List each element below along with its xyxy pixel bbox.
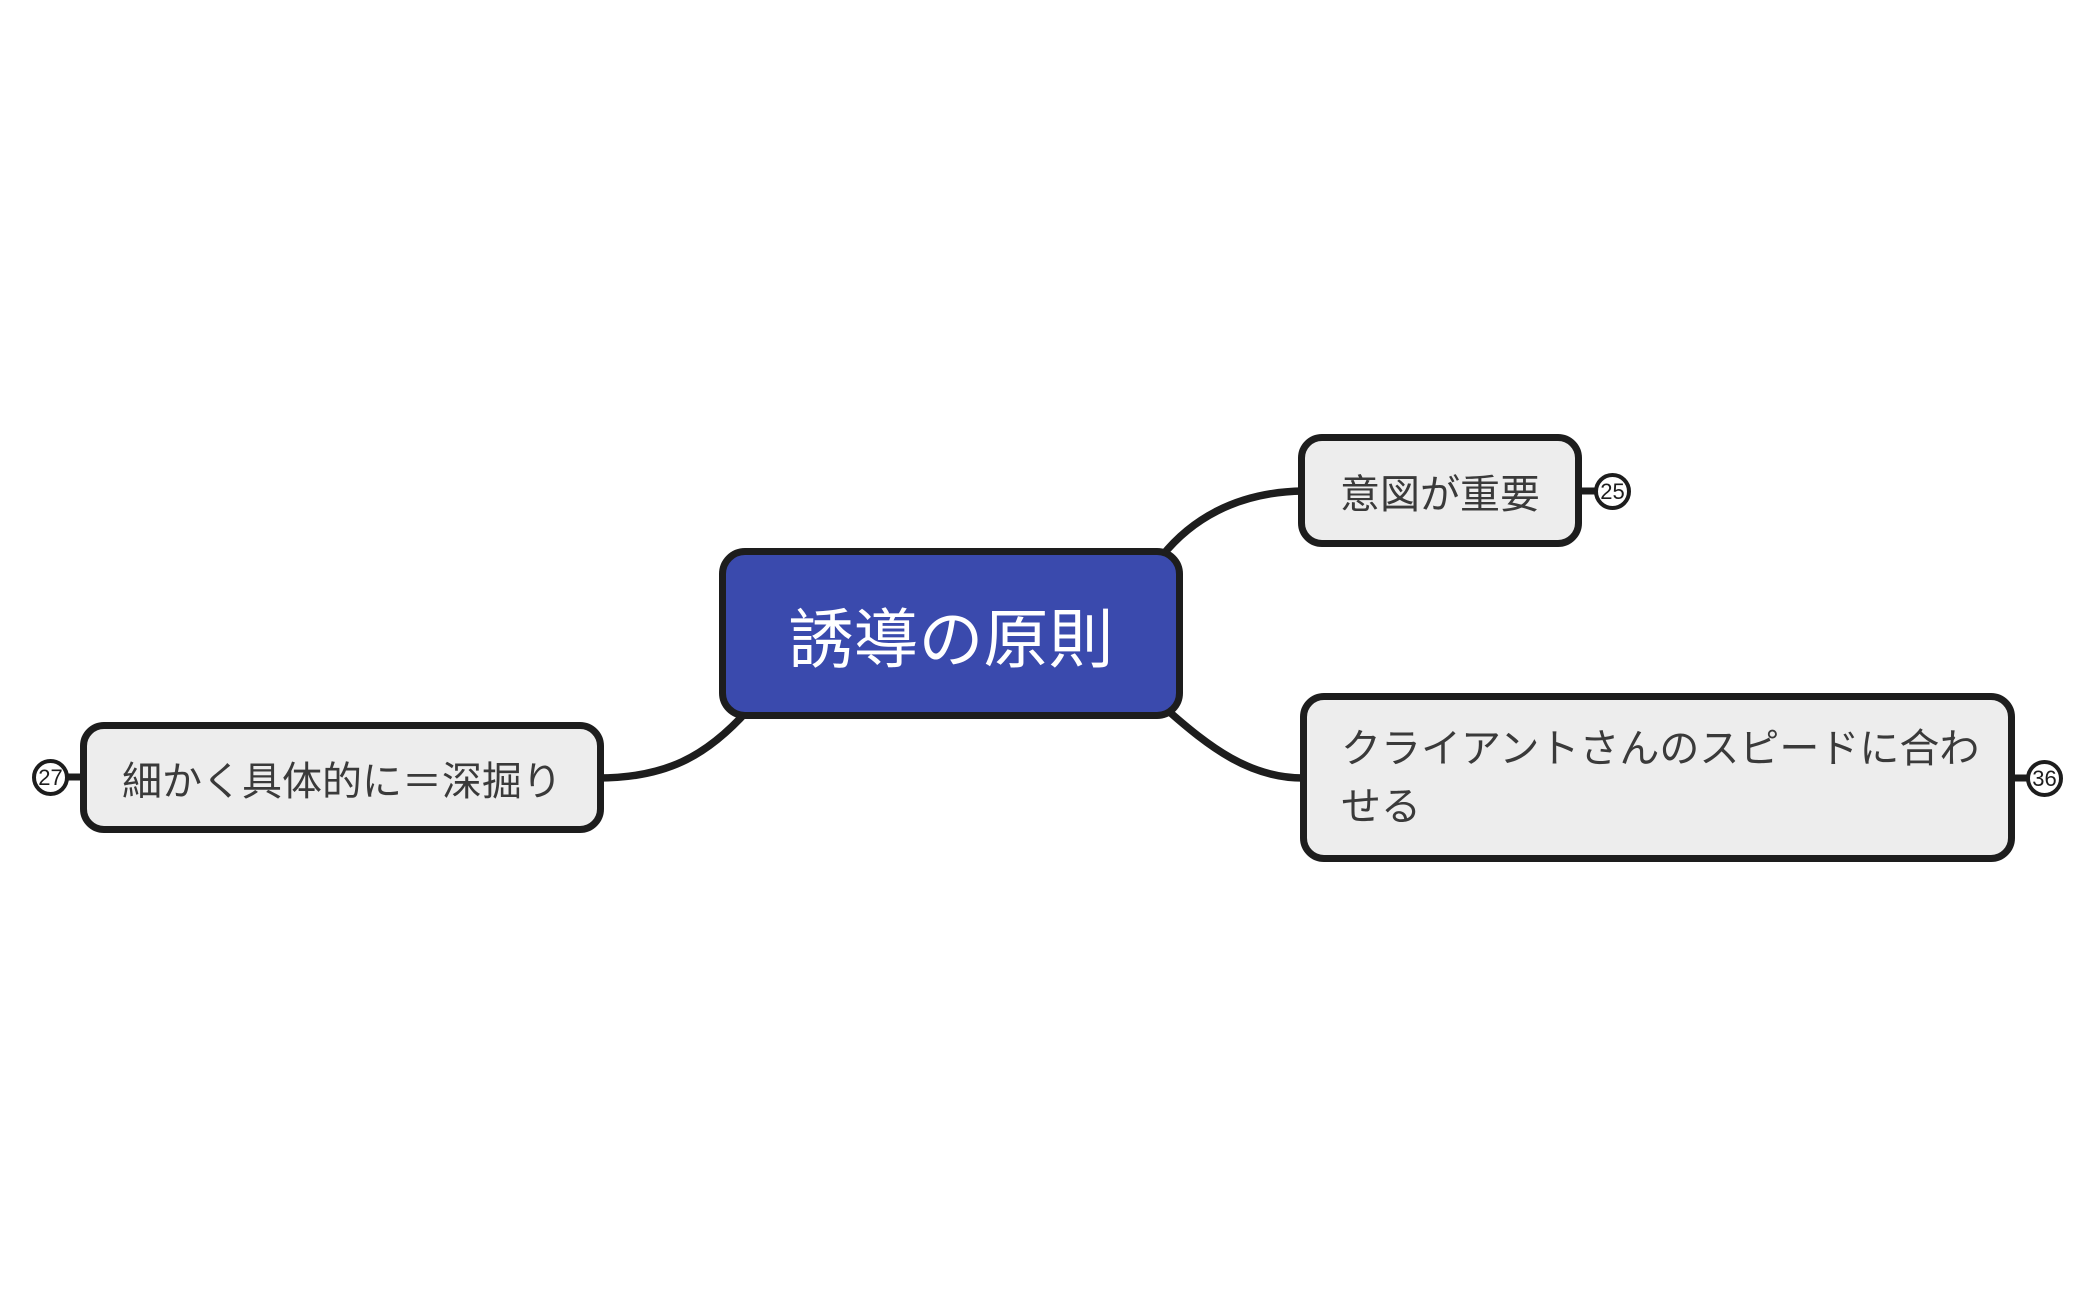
child-count-badge-speed[interactable]: 36 [2026,760,2063,797]
child-node-detail[interactable]: 細かく具体的に＝深掘り [80,722,604,833]
child-node-speed[interactable]: クライアントさんのスピードに合わ せる [1300,693,2015,862]
child-node-detail-label: 細かく具体的に＝深掘り [122,759,562,804]
child-count-badge-intent-value: 25 [1600,478,1625,504]
root-node[interactable]: 誘導の原則 [719,548,1183,719]
connector-root-to-detail [594,706,752,782]
child-node-speed-label-line2: せる [1341,784,1421,829]
connector-root-to-intent [1158,487,1307,560]
connector-root-to-speed [1161,704,1307,782]
child-node-intent-label: 意図が重要 [1340,472,1540,517]
root-node-label: 誘導の原則 [788,602,1114,676]
child-count-badge-detail-value: 27 [38,764,63,790]
child-node-speed-label-line1: クライアントさんのスピードに合わ [1341,726,1980,771]
child-node-intent[interactable]: 意図が重要 [1298,434,1582,547]
child-count-badge-intent[interactable]: 25 [1594,473,1631,510]
child-count-badge-detail[interactable]: 27 [32,759,69,796]
child-count-badge-speed-value: 36 [2032,765,2057,791]
